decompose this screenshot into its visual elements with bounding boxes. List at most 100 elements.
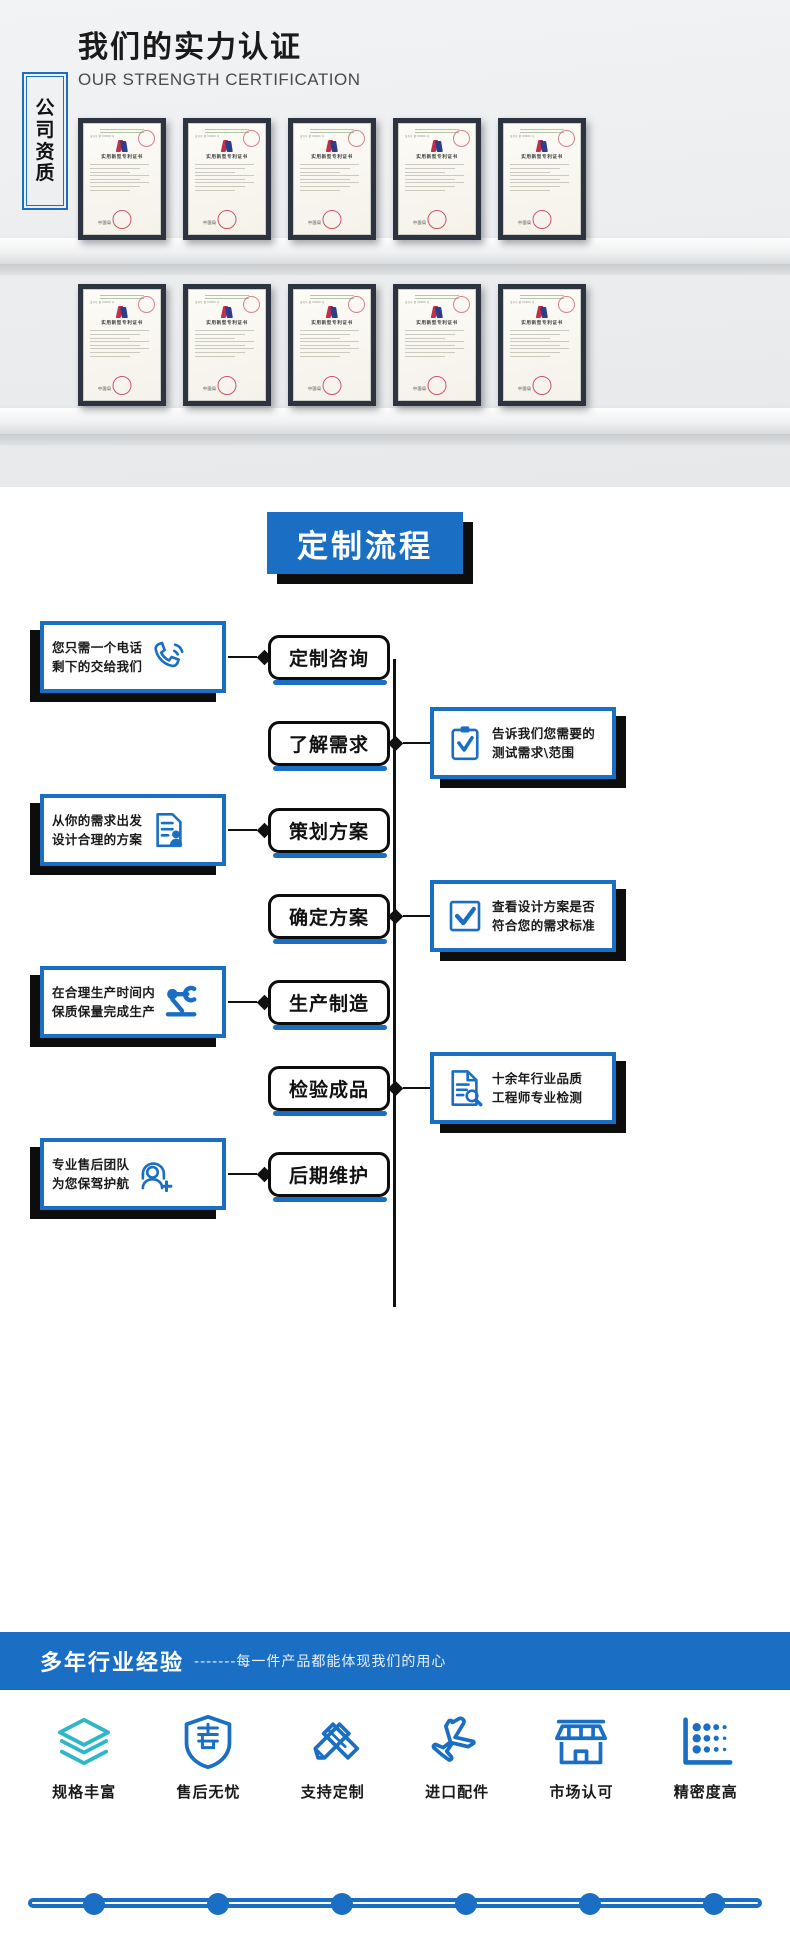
certificate-title: 实用新型专利证书: [311, 155, 353, 161]
certificate-signature: 中国局: [308, 220, 322, 225]
certificate-stamp-icon: [453, 296, 470, 313]
certificate-serial: 证书号 第 00000 号: [195, 135, 220, 138]
headset-support-icon: [135, 1153, 177, 1195]
card-text: 从你的需求出发设计合理的方案: [52, 812, 143, 847]
connector-diamond-icon: [387, 735, 404, 751]
certificate-ornament: [205, 129, 249, 133]
flow-step-label: 了解需求: [288, 734, 369, 756]
certificate-frame: 证书号 第 00000 号实用新型专利证书中国局: [393, 284, 481, 406]
certificate-signature: 中国局: [413, 386, 427, 391]
certificate-stamp-icon: [243, 296, 260, 313]
experience-banner: 多年行业经验 -------每一件产品都能体现我们的用心: [0, 1632, 790, 1690]
flow-card-5[interactable]: 在合理生产时间内保质保量完成生产: [30, 966, 226, 1047]
feature-label: 精密度高: [673, 1783, 738, 1801]
certificate-ornament: [100, 129, 144, 133]
certificate-ornament: [415, 129, 459, 133]
badge-char-2: 司: [35, 118, 55, 141]
flow-card-2[interactable]: 告诉我们您需要的测试需求\范围: [430, 707, 626, 788]
flow-heading: 定制流程: [267, 512, 463, 574]
shelf-bottom: [0, 408, 790, 434]
flow-spine-line: [393, 659, 396, 1307]
certificate-logo-icon: [220, 140, 234, 152]
badge-char-4: 质: [35, 162, 55, 185]
feature-item-5: 市场认可: [525, 1712, 637, 1802]
airplane-icon: [429, 1712, 485, 1772]
connector-diamond-icon: [387, 908, 404, 924]
certificate-title: 实用新型专利证书: [206, 155, 248, 161]
company-qualification-badge: 公 司 资 质: [22, 72, 68, 210]
certificate-logo-icon: [535, 306, 549, 318]
custom-process-section: 定制流程 定制咨询了解需求策划方案确定方案生产制造检验成品后期维护 您只需一个电…: [0, 487, 790, 1632]
certificate-signature: 中国局: [98, 386, 112, 391]
certificate-title: 实用新型专利证书: [101, 321, 143, 327]
certificate-seal-icon: [112, 210, 132, 229]
certificate-ornament: [100, 295, 144, 299]
flow-card-6[interactable]: 十余年行业品质工程师专业检测: [430, 1052, 626, 1133]
card-body: 专业售后团队为您保驾护航: [40, 1138, 226, 1210]
timeline-dot-4: [455, 1893, 477, 1915]
flow-step-1[interactable]: 定制咨询: [268, 635, 390, 685]
storefront-icon: [553, 1712, 609, 1772]
flow-step-4[interactable]: 确定方案: [268, 894, 390, 944]
flow-connector-7: [228, 1166, 273, 1182]
certificate-signature: 中国局: [413, 220, 427, 225]
certificate-logo-icon: [535, 140, 549, 152]
certificate-paper: 证书号 第 00000 号实用新型专利证书中国局: [188, 289, 266, 401]
flow-card-3[interactable]: 从你的需求出发设计合理的方案: [30, 794, 226, 875]
card-text: 十余年行业品质工程师专业检测: [492, 1070, 583, 1105]
timeline-dot-5: [579, 1893, 601, 1915]
certificate-logo-icon: [220, 306, 234, 318]
certificate-logo-icon: [115, 306, 129, 318]
certificate-logo-icon: [430, 140, 444, 152]
features-row: 规格丰富售后无忧支持定制进口配件市场认可精密度高: [0, 1712, 790, 1802]
certificate-frame: 证书号 第 00000 号实用新型专利证书中国局: [498, 284, 586, 406]
feature-item-4: 进口配件: [401, 1712, 513, 1802]
certificate-frame: 证书号 第 00000 号实用新型专利证书中国局: [183, 284, 271, 406]
certificate-paper: 证书号 第 00000 号实用新型专利证书中国局: [503, 289, 581, 401]
certificate-title: 实用新型专利证书: [521, 321, 563, 327]
certificate-signature: 中国局: [518, 220, 532, 225]
feature-label: 进口配件: [425, 1783, 490, 1801]
card-body: 查看设计方案是否符合您的需求标准: [430, 880, 616, 952]
certificate-paper: 证书号 第 00000 号实用新型专利证书中国局: [188, 123, 266, 235]
certificate-row-1: 证书号 第 00000 号实用新型专利证书中国局证书号 第 00000 号实用新…: [78, 118, 586, 240]
certificate-stamp-icon: [138, 130, 155, 147]
shield-sale-icon: [181, 1712, 235, 1772]
layers-icon: [55, 1712, 113, 1772]
flow-card-4[interactable]: 查看设计方案是否符合您的需求标准: [430, 880, 626, 961]
certificate-seal-icon: [532, 376, 552, 395]
badge-char-3: 资: [35, 140, 55, 163]
card-text: 在合理生产时间内保质保量完成生产: [52, 984, 156, 1019]
card-body: 告诉我们您需要的测试需求\范围: [430, 707, 616, 779]
flow-connector-5: [228, 994, 273, 1010]
experience-subtitle: -------每一件产品都能体现我们的用心: [194, 1654, 447, 1670]
timeline-dot-1: [83, 1893, 105, 1915]
flow-step-2[interactable]: 了解需求: [268, 721, 390, 771]
timeline-dot-6: [703, 1893, 725, 1915]
feature-item-1: 规格丰富: [28, 1712, 140, 1802]
shelf-top-lip: [0, 264, 790, 275]
certificate-seal-icon: [427, 210, 447, 229]
certification-header: 我们的实力认证 OUR STRENGTH CERTIFICATION: [78, 30, 361, 90]
flow-step-7[interactable]: 后期维护: [268, 1152, 390, 1202]
feature-label: 市场认可: [549, 1783, 614, 1801]
certificate-paper: 证书号 第 00000 号实用新型专利证书中国局: [398, 123, 476, 235]
flow-step-6[interactable]: 检验成品: [268, 1066, 390, 1116]
feature-label: 售后无忧: [176, 1783, 241, 1801]
flow-card-7[interactable]: 专业售后团队为您保驾护航: [30, 1138, 226, 1219]
certificate-title: 实用新型专利证书: [206, 321, 248, 327]
flow-step-3[interactable]: 策划方案: [268, 808, 390, 858]
certificate-row-2: 证书号 第 00000 号实用新型专利证书中国局证书号 第 00000 号实用新…: [78, 284, 586, 406]
flow-card-1[interactable]: 您只需一个电话剩下的交给我们: [30, 621, 226, 702]
certificate-frame: 证书号 第 00000 号实用新型专利证书中国局: [288, 118, 376, 240]
certificate-serial: 证书号 第 00000 号: [510, 301, 535, 304]
phone-ring-icon: [148, 636, 190, 678]
page-subtitle: OUR STRENGTH CERTIFICATION: [78, 70, 361, 89]
certification-section: 我们的实力认证 OUR STRENGTH CERTIFICATION 公 司 资…: [0, 0, 790, 487]
flow-step-5[interactable]: 生产制造: [268, 980, 390, 1030]
certificate-serial: 证书号 第 00000 号: [405, 301, 430, 304]
card-text: 您只需一个电话剩下的交给我们: [52, 639, 143, 674]
certificate-serial: 证书号 第 00000 号: [300, 135, 325, 138]
certificate-frame: 证书号 第 00000 号实用新型专利证书中国局: [498, 118, 586, 240]
card-text: 告诉我们您需要的测试需求\范围: [492, 725, 596, 760]
